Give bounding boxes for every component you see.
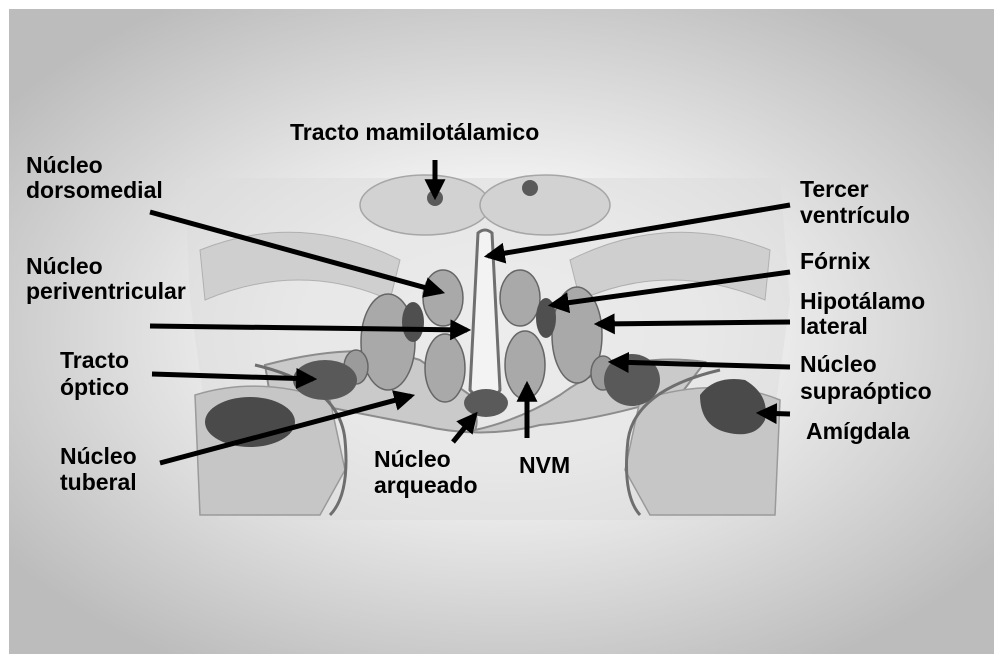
label-nucleo-dorsomedial-line1: Núcleo [26,152,103,178]
arrow-hipotalamo-lateral [598,322,790,324]
label-tercer-ventriculo-line1: Tercer [800,176,869,202]
right-dorsomedial-nucleus [500,270,540,326]
left-ventromedial-nucleus [425,334,465,402]
label-nucleo-arqueado-line1: Núcleo [374,446,451,472]
label-fornix: Fórnix [800,248,870,274]
left-dorsomedial-nucleus [423,270,463,326]
label-nucleo-tuberal-line2: tuberal [60,469,137,495]
label-tracto-optico-line1: Tracto [60,347,129,373]
right-mammillothalamic-tract-dot [522,180,538,196]
label-nucleo-tuberal-line1: Núcleo [60,443,137,469]
label-nvm: NVM [519,452,570,478]
label-nucleo-arqueado-line2: arqueado [374,472,478,498]
arrow-amigdala [760,413,790,414]
left-fornix [402,302,424,342]
label-hipotalamo-lateral-line2: lateral [800,313,868,339]
label-nucleo-supraoptico-line2: supraóptico [800,378,932,404]
label-amigdala: Amígdala [806,418,910,444]
brain-upper-left-lobe [360,175,490,235]
label-tracto-mamilotalamico: Tracto mamilotálamico [290,119,539,145]
label-tracto-optico-line2: óptico [60,374,129,400]
label-nucleo-periventricular-line1: Núcleo [26,253,103,279]
brain-upper-right-lobe [480,175,610,235]
label-nucleo-supraoptico-line1: Núcleo [800,351,877,377]
label-tercer-ventriculo-line2: ventrículo [800,202,910,228]
arcuate-nucleus-shape [464,389,508,417]
label-nucleo-dorsomedial-line2: dorsomedial [26,177,163,203]
label-nucleo-periventricular-line2: periventricular [26,278,186,304]
label-hipotalamo-lateral-line1: Hipotálamo [800,288,925,314]
